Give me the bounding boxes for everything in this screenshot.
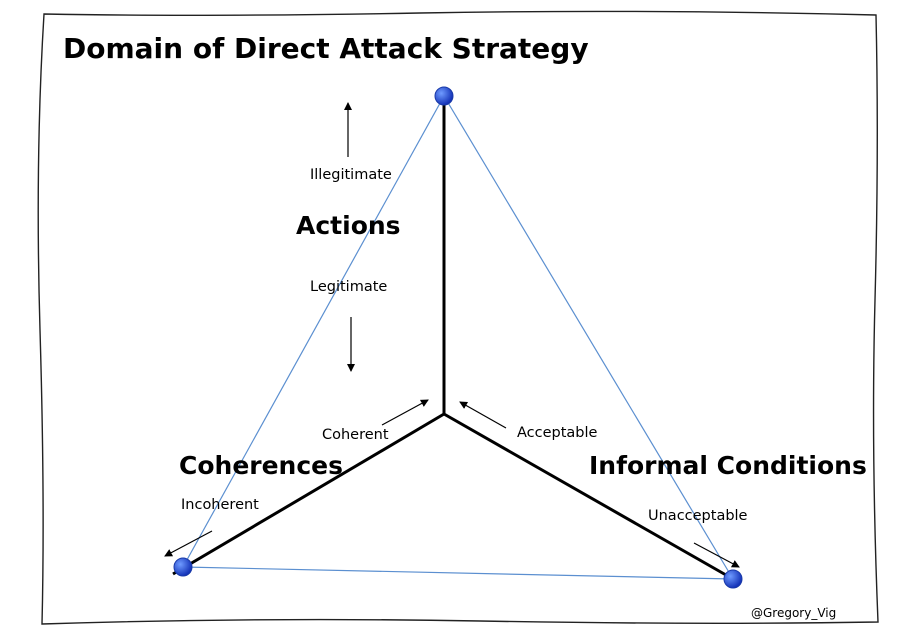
label-incoherent: Incoherent bbox=[181, 497, 259, 513]
vertex-bottom-right bbox=[723, 569, 743, 589]
edge-top-right bbox=[443, 95, 734, 580]
arrow-out-unacceptable bbox=[693, 542, 740, 568]
author-credit: @Gregory_Vig bbox=[751, 606, 837, 620]
arrow-to-center-coherent bbox=[381, 399, 429, 426]
page-title: Domain of Direct Attack Strategy bbox=[63, 32, 589, 65]
axis-coherences bbox=[172, 412, 445, 576]
vertex-bottom-left bbox=[173, 557, 193, 577]
vertex-top bbox=[434, 86, 454, 106]
edge-bottom bbox=[182, 566, 734, 580]
label-unacceptable: Unacceptable bbox=[648, 508, 748, 524]
label-acceptable: Acceptable bbox=[517, 425, 598, 441]
label-informal-conditions: Informal Conditions bbox=[589, 451, 867, 480]
vertices bbox=[173, 86, 743, 589]
edge-top-left bbox=[182, 95, 445, 568]
label-legitimate: Legitimate bbox=[310, 279, 388, 295]
arrow-to-center-acceptable bbox=[459, 401, 507, 429]
axis-lines bbox=[172, 96, 734, 581]
axis-informal-conditions bbox=[443, 412, 734, 581]
triangle-outline bbox=[182, 95, 734, 580]
label-coherent: Coherent bbox=[322, 427, 389, 443]
arrow-out-incoherent bbox=[164, 530, 213, 557]
sketch-frame bbox=[37, 10, 879, 625]
direction-arrows bbox=[164, 102, 740, 568]
label-coherences: Coherences bbox=[179, 451, 344, 480]
label-illegitimate: Illegitimate bbox=[310, 167, 392, 183]
label-actions: Actions bbox=[296, 211, 401, 240]
